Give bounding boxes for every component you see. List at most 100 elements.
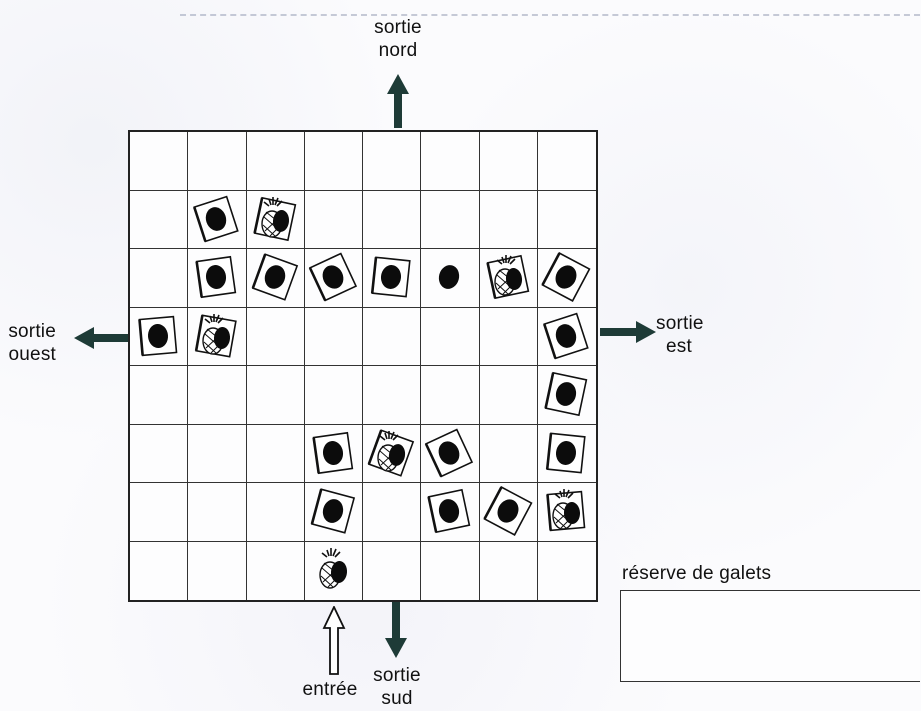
board-cell[interactable] xyxy=(130,249,188,308)
board-cell[interactable] xyxy=(130,308,188,367)
board-cell[interactable] xyxy=(421,249,479,308)
board-cell[interactable] xyxy=(188,191,246,250)
pineapple-stone-token[interactable] xyxy=(311,548,355,592)
stone-token[interactable] xyxy=(311,431,355,475)
board-cell[interactable] xyxy=(480,542,538,601)
board-cell[interactable] xyxy=(130,191,188,250)
stone-token[interactable] xyxy=(427,431,471,475)
board-cell[interactable] xyxy=(247,132,305,191)
board-cell[interactable] xyxy=(363,191,421,250)
board-cell[interactable] xyxy=(421,483,479,542)
pineapple-stone-token[interactable] xyxy=(369,431,413,475)
stone-token[interactable] xyxy=(136,314,180,358)
board-cell[interactable] xyxy=(480,132,538,191)
board-cell[interactable] xyxy=(363,542,421,601)
stone-reserve-area[interactable] xyxy=(620,590,920,682)
board-cell[interactable] xyxy=(305,366,363,425)
board-cell[interactable] xyxy=(247,483,305,542)
north-exit-label: sortie nord xyxy=(366,16,430,62)
board-cell[interactable] xyxy=(188,542,246,601)
board-cell[interactable] xyxy=(130,425,188,484)
stone-token[interactable] xyxy=(544,431,588,475)
board-cell[interactable] xyxy=(363,425,421,484)
board-cell[interactable] xyxy=(247,308,305,367)
board-cell[interactable] xyxy=(363,366,421,425)
stone-token[interactable] xyxy=(427,489,471,533)
board-cell[interactable] xyxy=(538,483,596,542)
board-cell[interactable] xyxy=(480,308,538,367)
south-exit-arrow xyxy=(384,602,408,658)
board-cell[interactable] xyxy=(247,366,305,425)
board-cell[interactable] xyxy=(538,366,596,425)
stone-icon xyxy=(203,204,229,233)
board-cell[interactable] xyxy=(421,366,479,425)
board-cell[interactable] xyxy=(480,191,538,250)
board-cell[interactable] xyxy=(188,308,246,367)
board-cell[interactable] xyxy=(188,483,246,542)
board-cell[interactable] xyxy=(538,191,596,250)
stone-token[interactable] xyxy=(369,255,413,299)
stone-token[interactable] xyxy=(311,255,355,299)
board-cell[interactable] xyxy=(130,483,188,542)
board-cell[interactable] xyxy=(305,542,363,601)
stone-token[interactable] xyxy=(194,255,238,299)
stone-icon xyxy=(563,502,580,525)
board-cell[interactable] xyxy=(363,249,421,308)
board-cell[interactable] xyxy=(130,132,188,191)
stone-token[interactable] xyxy=(544,372,588,416)
board-cell[interactable] xyxy=(305,191,363,250)
board-cell[interactable] xyxy=(130,366,188,425)
pineapple-stone-token[interactable] xyxy=(544,489,588,533)
pineapple-stone-token[interactable] xyxy=(253,197,297,241)
board-cell[interactable] xyxy=(305,425,363,484)
board-cell[interactable] xyxy=(188,425,246,484)
stone-icon xyxy=(504,267,522,291)
board-cell[interactable] xyxy=(480,366,538,425)
board-cell[interactable] xyxy=(188,249,246,308)
stone-token[interactable] xyxy=(311,489,355,533)
stone-icon xyxy=(321,439,344,466)
board-cell[interactable] xyxy=(421,132,479,191)
board-cell[interactable] xyxy=(363,132,421,191)
stone-icon xyxy=(387,442,407,466)
stone-icon xyxy=(330,560,348,583)
board-cell[interactable] xyxy=(247,542,305,601)
stone-icon xyxy=(147,323,169,349)
board-cell[interactable] xyxy=(247,249,305,308)
west-exit-label-line1: sortie xyxy=(0,320,56,343)
board-cell[interactable] xyxy=(188,366,246,425)
board-cell[interactable] xyxy=(305,249,363,308)
pineapple-icon xyxy=(378,431,398,471)
stone-token[interactable] xyxy=(486,489,530,533)
board-cell[interactable] xyxy=(421,191,479,250)
stone-token[interactable] xyxy=(544,255,588,299)
pineapple-stone-token[interactable] xyxy=(194,314,238,358)
stone-token[interactable] xyxy=(544,314,588,358)
board-cell[interactable] xyxy=(305,132,363,191)
board-cell[interactable] xyxy=(305,483,363,542)
board-cell[interactable] xyxy=(538,308,596,367)
board-cell[interactable] xyxy=(421,308,479,367)
board-cell[interactable] xyxy=(247,425,305,484)
pineapple-stone-token[interactable] xyxy=(486,255,530,299)
stone-icon xyxy=(205,264,228,291)
stone-token[interactable] xyxy=(427,255,471,299)
stone-token[interactable] xyxy=(253,255,297,299)
board-cell[interactable] xyxy=(538,249,596,308)
board-cell[interactable] xyxy=(130,542,188,601)
board-cell[interactable] xyxy=(538,425,596,484)
board-cell[interactable] xyxy=(480,425,538,484)
stone-icon xyxy=(319,262,347,292)
board-cell[interactable] xyxy=(480,483,538,542)
board-cell[interactable] xyxy=(247,191,305,250)
board-cell[interactable] xyxy=(363,483,421,542)
board-cell[interactable] xyxy=(363,308,421,367)
board-cell[interactable] xyxy=(538,542,596,601)
board-cell[interactable] xyxy=(305,308,363,367)
board-cell[interactable] xyxy=(421,425,479,484)
board-cell[interactable] xyxy=(188,132,246,191)
board-cell[interactable] xyxy=(480,249,538,308)
board-cell[interactable] xyxy=(421,542,479,601)
stone-token[interactable] xyxy=(194,197,238,241)
board-cell[interactable] xyxy=(538,132,596,191)
